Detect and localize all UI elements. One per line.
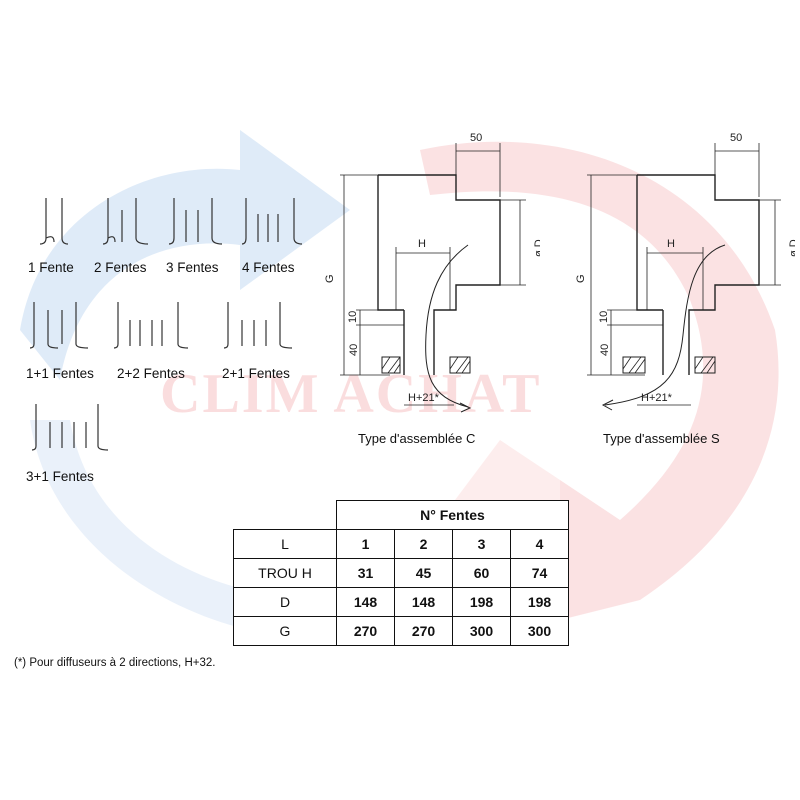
dim-g-c: G — [324, 274, 336, 283]
assembly-c-drawing: 50 G ø D H 10 40 H+21* — [324, 132, 540, 413]
vane-label-4: 4 Fentes — [242, 260, 295, 275]
table-cell: 4 — [510, 529, 569, 559]
vane-3plus1-fentes-icon — [31, 404, 109, 451]
plenum-outline — [636, 174, 760, 375]
table-cell: 148 — [394, 587, 453, 617]
vane-label-7: 2+1 Fentes — [222, 366, 290, 381]
vane-1-fente-icon — [39, 198, 69, 245]
dim-top-c: 50 — [470, 132, 482, 144]
dim-h-s: H — [667, 238, 675, 250]
assembly-s-drawing: 50 G ø D H 10 40 H+21* — [575, 132, 795, 411]
row-label: G — [233, 616, 337, 646]
vane-2plus1-fentes-icon — [223, 302, 293, 349]
vane-1plus1-fentes-icon — [29, 302, 89, 349]
table-header-row: N° Fentes — [234, 500, 569, 530]
table-row: G 270 270 300 300 — [233, 616, 569, 646]
row-label: D — [233, 587, 337, 617]
table-row: TROU H 31 45 60 74 — [233, 558, 569, 588]
table-row: L 1 2 3 4 — [233, 529, 569, 559]
blue-arrow-shape — [20, 130, 350, 380]
dim-bottom-s: H+21* — [641, 392, 673, 404]
table-cell: 198 — [510, 587, 569, 617]
vane-2plus2-fentes-icon — [113, 302, 189, 349]
spec-table: N° Fentes L 1 2 3 4 TROU H 31 45 60 74 D… — [233, 500, 569, 646]
assembly-s-caption: Type d'assemblée S — [603, 431, 720, 446]
vane-2-fentes-icon — [102, 198, 149, 245]
vane-3-fentes-icon — [168, 198, 223, 245]
table-cell: 1 — [336, 529, 395, 559]
vane-4-fentes-icon — [241, 198, 303, 245]
vane-label-3: 3 Fentes — [166, 260, 219, 275]
table-cell: 270 — [394, 616, 453, 646]
dim-40-s: 40 — [599, 344, 611, 356]
table-cell: 148 — [336, 587, 395, 617]
vane-label-8: 3+1 Fentes — [26, 469, 94, 484]
table-cell: 31 — [336, 558, 395, 588]
row-label: L — [233, 529, 337, 559]
table-header: N° Fentes — [336, 500, 569, 530]
vane-label-1: 1 Fente — [28, 260, 74, 275]
table-row: D 148 148 198 198 — [233, 587, 569, 617]
dim-g-s: G — [575, 274, 587, 283]
table-cell: 2 — [394, 529, 453, 559]
table-cell: 198 — [452, 587, 511, 617]
table-cell: 45 — [394, 558, 453, 588]
row-label: TROU H — [233, 558, 337, 588]
table-cell: 270 — [336, 616, 395, 646]
dim-d-s: ø D — [788, 239, 795, 257]
dim-h-c: H — [418, 238, 426, 250]
dim-10-c: 10 — [347, 311, 359, 323]
vane-label-6: 2+2 Fentes — [117, 366, 185, 381]
dim-bottom-c: H+21* — [408, 392, 440, 404]
dim-40-c: 40 — [348, 344, 360, 356]
table-cell: 300 — [452, 616, 511, 646]
watermark-text: CLIM ACHAT — [160, 363, 541, 425]
vane-label-2: 2 Fentes — [94, 260, 147, 275]
dim-top-s: 50 — [730, 132, 742, 144]
dim-10-s: 10 — [598, 311, 610, 323]
table-cell: 60 — [452, 558, 511, 588]
table-cell: 300 — [510, 616, 569, 646]
table-cell: 3 — [452, 529, 511, 559]
red-arrow-shape — [420, 141, 779, 621]
table-cell: 74 — [510, 558, 569, 588]
dim-d-c: ø D — [533, 239, 540, 257]
assembly-c-caption: Type d'assemblée C — [358, 431, 476, 446]
footnote: (*) Pour diffuseurs à 2 directions, H+32… — [14, 657, 216, 669]
vane-label-5: 1+1 Fentes — [26, 366, 94, 381]
